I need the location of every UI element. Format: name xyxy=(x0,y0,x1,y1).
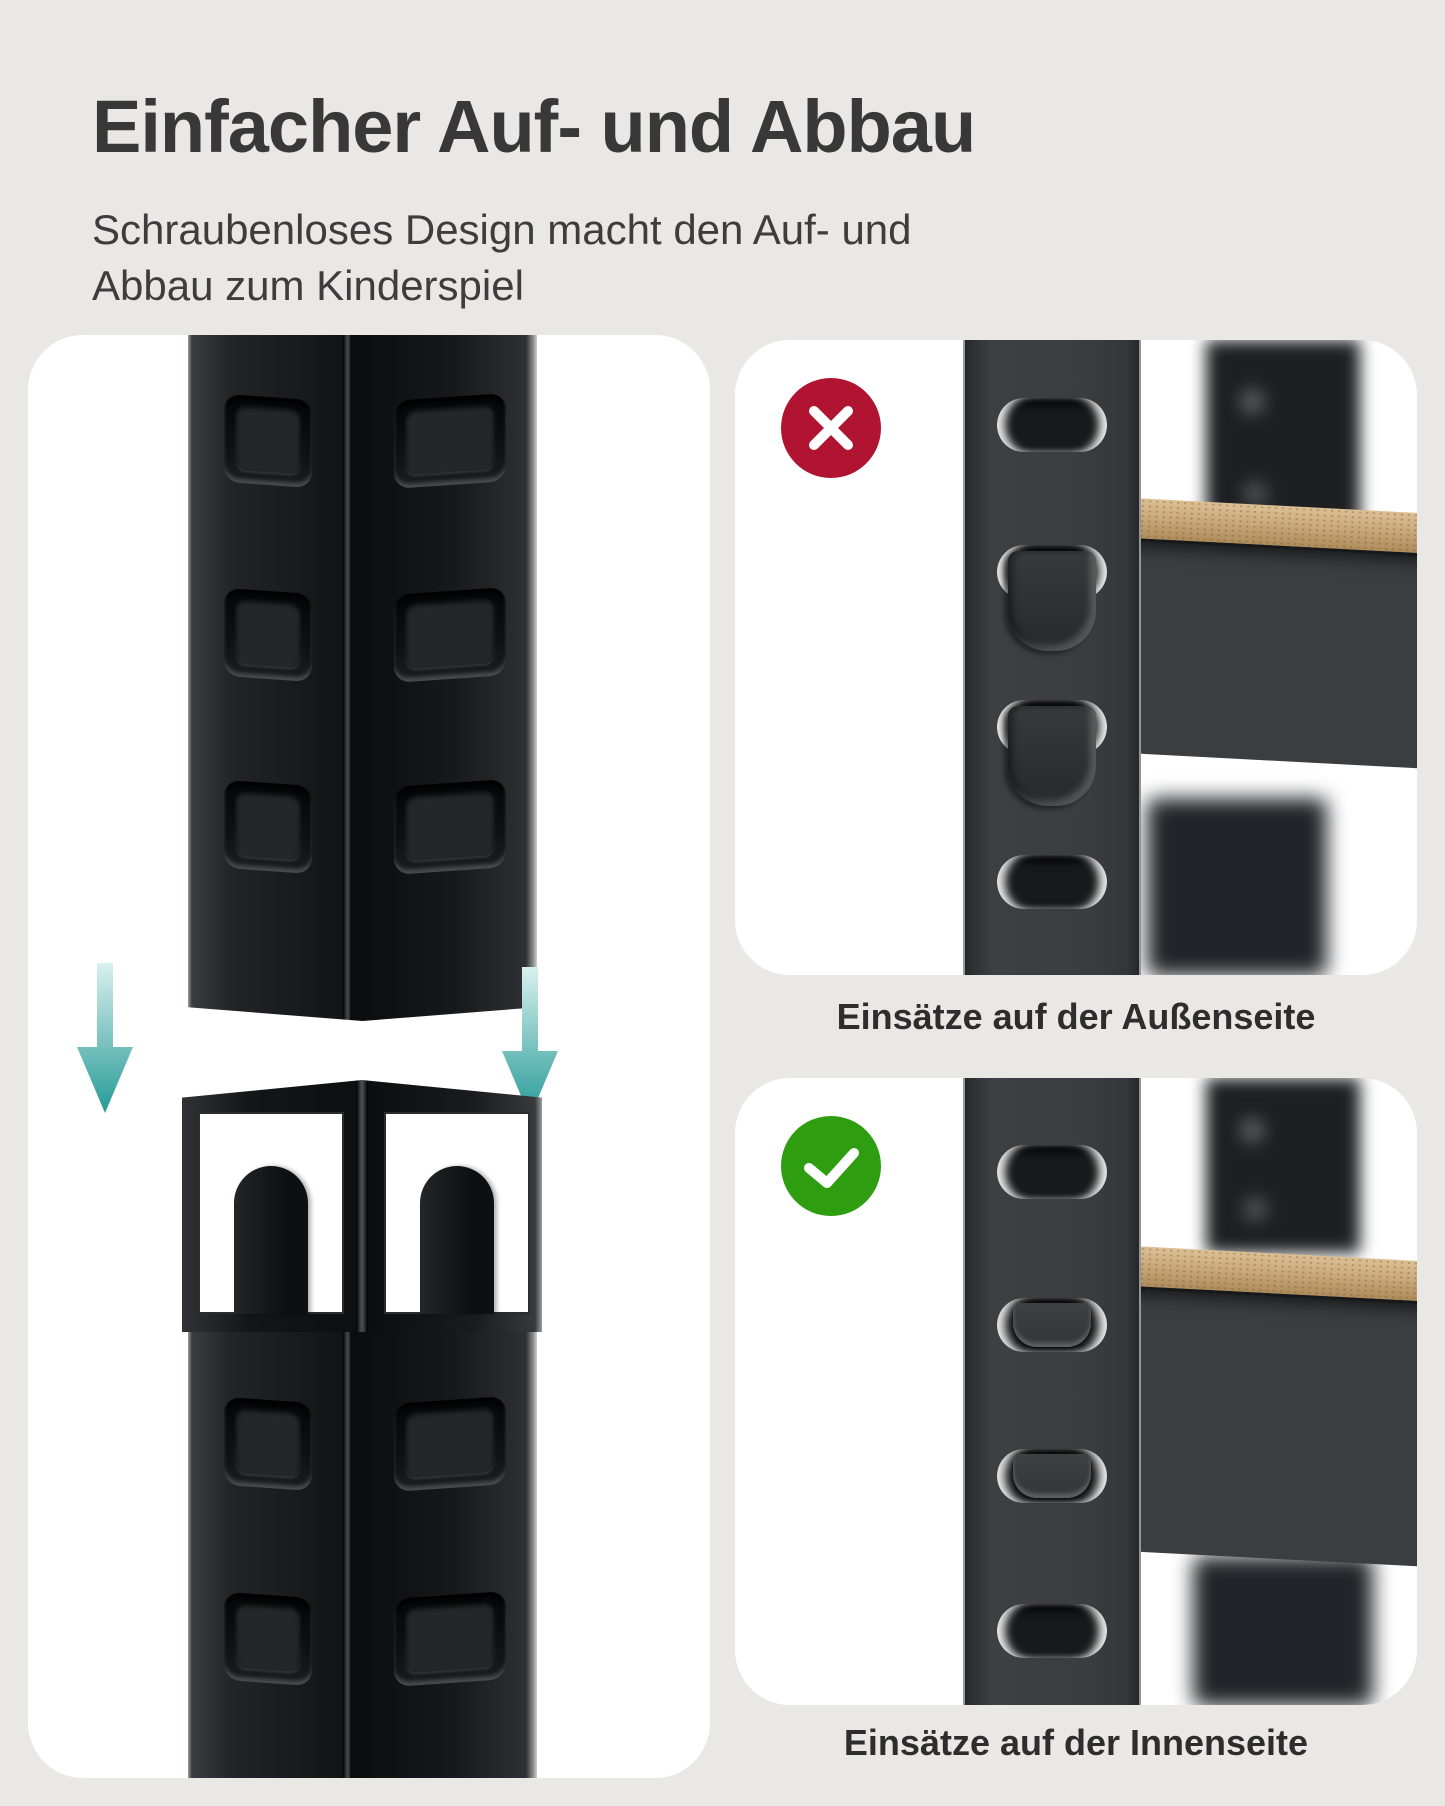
wrong-example-panel xyxy=(735,340,1417,975)
assembly-illustration-panel xyxy=(28,335,710,1778)
subtitle: Schraubenloses Design macht den Auf- und… xyxy=(92,202,912,314)
blurred-background-post xyxy=(1206,340,1360,545)
photo-post xyxy=(963,1078,1141,1705)
blurred-lower-shelf xyxy=(1193,1556,1373,1705)
post-slot xyxy=(394,1591,506,1687)
post-slot xyxy=(224,779,312,875)
sleeve-window xyxy=(384,1112,530,1314)
connector-sleeve-illustration xyxy=(182,1080,542,1332)
post-slot xyxy=(394,587,506,683)
sleeve-left-face xyxy=(182,1080,356,1332)
subtitle-line-1: Schraubenloses Design macht den Auf- und xyxy=(92,206,912,253)
cross-badge xyxy=(781,378,881,478)
sleeve-window xyxy=(198,1112,344,1314)
correct-example-panel xyxy=(735,1078,1417,1705)
post-slot xyxy=(394,1396,506,1492)
shelf-board xyxy=(1117,1246,1417,1568)
post-slot xyxy=(224,1591,312,1687)
shelf-board xyxy=(1119,498,1417,770)
photo-post xyxy=(963,340,1141,975)
down-arrow-icon xyxy=(77,963,133,1113)
subtitle-line-2: Abbau zum Kinderspiel xyxy=(92,262,524,309)
lower-post-illustration xyxy=(188,1332,537,1778)
post-slot xyxy=(224,587,312,683)
shelf-metal-face xyxy=(1119,537,1417,770)
post-slot-empty xyxy=(997,398,1107,452)
wrong-example-caption: Einsätze auf der Außenseite xyxy=(836,996,1316,1037)
inside-insert-tab xyxy=(1013,1454,1091,1498)
post-slot xyxy=(224,1396,312,1492)
post-slot xyxy=(997,1449,1107,1503)
blurred-lower-shelf xyxy=(1147,798,1327,975)
post-slot xyxy=(394,393,506,489)
check-badge xyxy=(781,1116,881,1216)
post-slot-empty xyxy=(997,1145,1107,1199)
page-title: Einfacher Auf- und Abbau xyxy=(92,85,976,168)
inside-insert-tab xyxy=(1013,1303,1091,1347)
sleeve-right-face xyxy=(368,1080,542,1332)
outside-insert-tab xyxy=(1008,551,1096,651)
post-slot xyxy=(394,779,506,875)
post-slot-empty xyxy=(997,1604,1107,1658)
sleeve-arch-tab xyxy=(234,1166,308,1314)
check-icon xyxy=(804,1148,859,1188)
shelf-metal-face xyxy=(1117,1285,1417,1568)
post-right-face xyxy=(352,1332,537,1778)
sleeve-corner-ridge xyxy=(356,1080,368,1332)
post-slot-empty xyxy=(997,855,1107,909)
blurred-background-post xyxy=(1206,1078,1360,1253)
post-corner-ridge xyxy=(343,1332,352,1778)
post-left-face xyxy=(188,1332,343,1778)
sleeve-arch-tab xyxy=(420,1166,494,1314)
post-slot xyxy=(224,393,312,489)
down-arrow-icon xyxy=(502,967,558,1117)
post-corner-ridge xyxy=(343,335,352,1021)
post-left-face xyxy=(188,335,343,1021)
post-right-face xyxy=(352,335,537,1021)
upper-post-illustration xyxy=(188,335,537,1021)
outside-insert-tab xyxy=(1008,706,1096,806)
correct-example-caption: Einsätze auf der Innenseite xyxy=(843,1722,1309,1763)
post-slot xyxy=(997,1298,1107,1352)
cross-icon xyxy=(809,406,853,450)
